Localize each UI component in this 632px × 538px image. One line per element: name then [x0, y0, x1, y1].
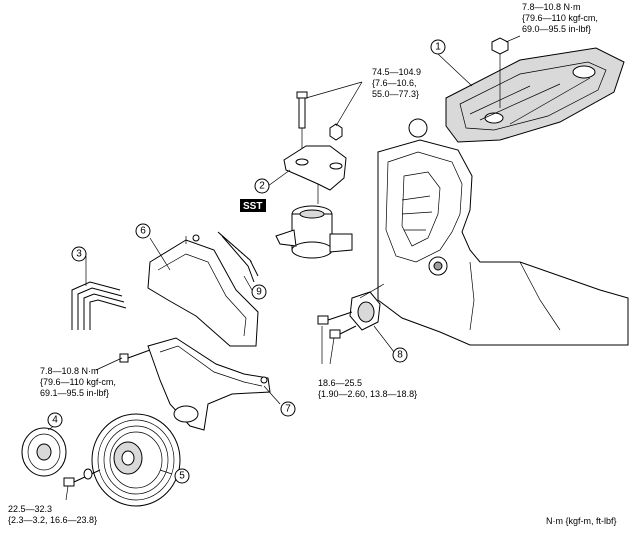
svg-text:SST: SST	[243, 201, 262, 212]
svg-text:69.1—95.5 in-lbf}: 69.1—95.5 in-lbf}	[40, 388, 109, 398]
small-pulley	[21, 427, 67, 477]
svg-text:7.8—10.8 N·m: 7.8—10.8 N·m	[40, 366, 99, 376]
svg-text:2: 2	[259, 181, 265, 192]
svg-text:7.8—10.8 N·m: 7.8—10.8 N·m	[522, 2, 581, 12]
svg-text:{79.6—110 kgf-cm,: {79.6—110 kgf-cm,	[522, 13, 598, 23]
svg-text:{1.90—2.60, 13.8—18.8}: {1.90—2.60, 13.8—18.8}	[318, 389, 417, 399]
svg-text:18.6—25.5: 18.6—25.5	[318, 378, 362, 388]
callout-5: 5	[174, 468, 190, 484]
svg-text:69.0—95.5 in-lbf}: 69.0—95.5 in-lbf}	[522, 24, 591, 34]
callout-9: 9	[251, 284, 267, 300]
crankshaft-pulley	[91, 413, 181, 507]
svg-text:{2.3—3.2, 16.6—23.8}: {2.3—3.2, 16.6—23.8}	[8, 515, 97, 525]
svg-text:5: 5	[179, 471, 185, 482]
svg-text:1: 1	[435, 42, 441, 53]
sst-tool	[275, 205, 353, 259]
svg-text:74.5—104.9: 74.5—104.9	[372, 67, 421, 77]
svg-text:{7.6—10.6,: {7.6—10.6,	[372, 78, 417, 88]
torque-spec-timing-cover-bolt: 7.8—10.8 N·m {79.6—110 kgf-cm, 69.1—95.5…	[40, 366, 116, 398]
callout-8: 8	[392, 347, 408, 363]
tensioner	[349, 283, 385, 331]
timing-belt	[217, 231, 259, 283]
torque-spec-tensioner-bolt: 18.6—25.5 {1.90—2.60, 13.8—18.8}	[318, 378, 417, 399]
callout-4: 4	[47, 412, 63, 428]
upper-timing-belt-cover	[147, 234, 259, 347]
pulley-bolt	[63, 468, 101, 487]
svg-text:55.0—77.3}: 55.0—77.3}	[372, 89, 419, 99]
engine-mount-bracket	[283, 145, 347, 204]
callout-1: 1	[430, 39, 446, 55]
engine-cover	[445, 47, 625, 143]
timing-cover-bolt	[119, 349, 151, 363]
torque-spec-cover-nut: 7.8—10.8 N·m {79.6—110 kgf-cm, 69.0—95.5…	[522, 2, 598, 34]
cover-nut	[491, 37, 509, 108]
mount-bolt	[296, 91, 308, 150]
sst-badge: SST	[240, 199, 266, 212]
torque-spec-pulley-bolt: 22.5—32.3 {2.3—3.2, 16.6—23.8}	[8, 504, 97, 525]
torque-spec-mount-bolt: 74.5—104.9 {7.6—10.6, 55.0—77.3}	[372, 67, 421, 99]
callout-7: 7	[280, 401, 296, 417]
units-note: N·m {kgf-m, ft-lbf}	[546, 516, 617, 526]
svg-text:{79.6—110 kgf-cm,: {79.6—110 kgf-cm,	[40, 377, 116, 387]
svg-text:6: 6	[140, 226, 146, 237]
drive-belt	[71, 281, 127, 330]
svg-text:7: 7	[285, 404, 291, 415]
svg-text:4: 4	[52, 415, 58, 426]
svg-text:3: 3	[76, 249, 82, 260]
callout-6: 6	[135, 223, 151, 239]
svg-text:9: 9	[256, 287, 262, 298]
svg-text:8: 8	[397, 350, 403, 361]
lower-timing-belt-cover	[147, 337, 271, 431]
tensioner-bolts	[317, 311, 357, 339]
callout-2: 2	[254, 178, 270, 194]
callout-3: 3	[71, 246, 87, 262]
svg-text:22.5—32.3: 22.5—32.3	[8, 504, 52, 514]
mount-nut	[329, 123, 343, 141]
engine-block	[377, 118, 629, 346]
